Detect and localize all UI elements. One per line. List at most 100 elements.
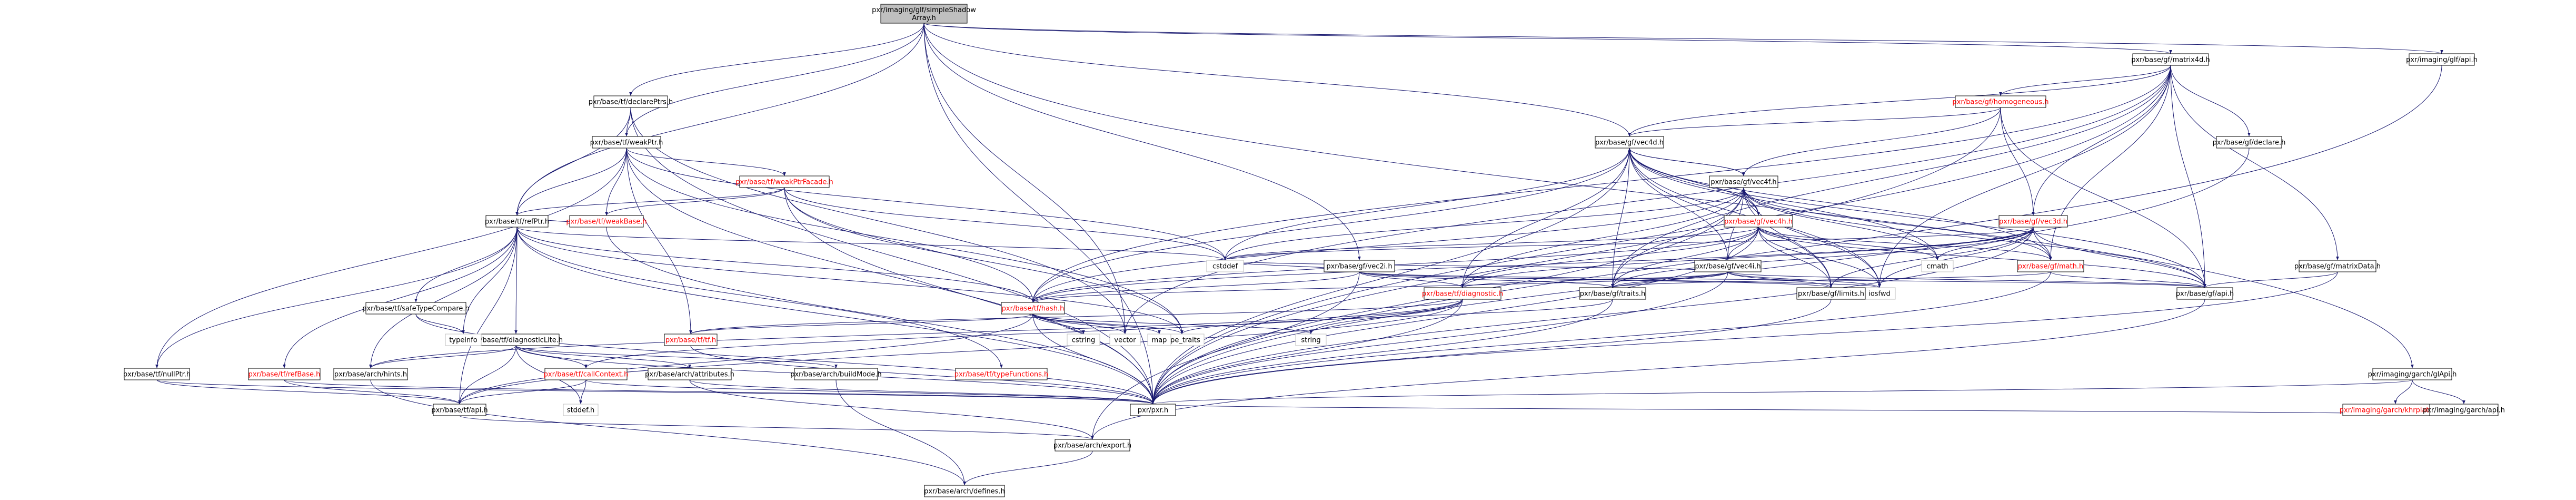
edge-tfHash-to-cstring — [1032, 313, 1085, 335]
node-typeFunctions[interactable]: pxr/base/tf/typeFunctions.h — [954, 368, 1049, 380]
edge-root-to-weakPtr — [625, 23, 924, 137]
node-diagnostic[interactable]: pxr/base/tf/diagnostic.h — [1422, 287, 1503, 300]
node-refPtr[interactable]: pxr/base/tf/refPtr.h — [485, 215, 549, 228]
edge-refPtr-to-typeinfo — [462, 227, 518, 335]
node-tfApi[interactable]: pxr/base/tf/api.h — [431, 404, 488, 416]
node-matrixData[interactable]: pxr/base/gf/matrixData.h — [2294, 260, 2381, 272]
node-iosfwd: iosfwd — [1863, 287, 1896, 300]
edge-vec4d-to-cmath — [1629, 148, 1939, 261]
node-attributes[interactable]: pxr/base/arch/attributes.h — [645, 368, 734, 380]
edge-matrix4d-to-pxr — [1151, 65, 2171, 405]
edge-vec4f-to-gfMath — [1743, 187, 2052, 261]
node-archDefines[interactable]: pxr/base/arch/defines.h — [924, 485, 1005, 497]
node-label-typeinfo: typeinfo — [449, 337, 477, 345]
node-pxr[interactable]: pxr/pxr.h — [1130, 404, 1176, 416]
node-box-glfApi — [2409, 53, 2475, 66]
node-vector: vector — [1109, 334, 1141, 346]
edge-root-to-pxr — [923, 23, 1155, 405]
edge-root-to-vector — [923, 23, 1127, 335]
node-weakPtrFacade[interactable]: pxr/base/tf/weakPtrFacade.h — [735, 175, 833, 188]
edge-diagnostic-to-hints — [369, 299, 1463, 369]
node-weakPtr[interactable]: pxr/base/tf/weakPtr.h — [590, 136, 663, 149]
edge-vec4h-to-gfLimits — [1758, 227, 1833, 288]
edge-vec4h-to-gfTraits — [1611, 227, 1759, 288]
node-vec4d[interactable]: pxr/base/gf/vec4d.h — [1595, 136, 1664, 149]
edge-nullPtr-to-pxr — [156, 379, 1155, 405]
edge-refPtr-to-hints — [369, 227, 518, 369]
node-archExport[interactable]: pxr/base/arch/export.h — [1053, 439, 1131, 452]
node-gfDeclare[interactable]: pxr/base/gf/declare.h — [2213, 136, 2286, 149]
node-diagnosticLite[interactable]: pxr/base/tf/diagnosticLite.h — [469, 334, 563, 346]
edge-refPtr-to-nullPtr — [155, 227, 518, 369]
edge-gfMath-to-pxr — [1151, 271, 2051, 405]
node-cmath: cmath — [1921, 260, 1954, 272]
edge-tfTf-to-pxr — [690, 345, 1155, 405]
node-label-vec4h: pxr/base/gf/vec4h.h — [1724, 218, 1793, 226]
node-weakBase[interactable]: pxr/base/tf/weakBase.h — [566, 215, 647, 228]
edge-diagnosticLite-to-tfApi — [458, 345, 516, 405]
node-vec4i[interactable]: pxr/base/gf/vec4i.h — [1694, 260, 1762, 272]
node-box-tfTf — [664, 334, 718, 346]
node-label-root: Array.h — [912, 14, 936, 22]
node-buildMode[interactable]: pxr/base/arch/buildMode.h — [790, 368, 882, 380]
edge-vec4f-to-vec4d — [1628, 148, 1744, 177]
node-declarePtrs[interactable]: pxr/base/tf/declarePtrs.h — [589, 95, 673, 108]
node-homogeneous[interactable]: pxr/base/gf/homogeneous.h — [1953, 95, 2049, 108]
edge-root-to-declarePtrs — [629, 23, 924, 96]
edge-gfTraits-to-type_traits — [1180, 299, 1613, 335]
node-label-stddef: stddef.h — [567, 407, 594, 415]
node-garchApi[interactable]: pxr/imaging/garch/api.h — [2423, 404, 2505, 416]
edge-vec4h-to-gfMath — [1758, 227, 2052, 261]
edge-gfDeclare-to-pxr — [1151, 148, 2250, 405]
edge-declarePtrs-to-refPtr — [515, 107, 631, 216]
node-matrix4d[interactable]: pxr/base/gf/matrix4d.h — [2131, 53, 2210, 66]
node-label-glfApi: pxr/imaging/glf/api.h — [2406, 56, 2478, 64]
node-label-gfApi: pxr/base/gf/api.h — [2176, 290, 2234, 298]
node-box-cstring — [1067, 334, 1100, 346]
node-gfApi[interactable]: pxr/base/gf/api.h — [2176, 287, 2234, 300]
node-vec2i[interactable]: pxr/base/gf/vec2i.h — [1324, 260, 1395, 272]
edge-gfLimits-to-pxr — [1151, 299, 1832, 405]
edge-tfHash-to-string — [1032, 313, 1312, 335]
node-nullPtr[interactable]: pxr/base/tf/nullPtr.h — [123, 368, 191, 380]
node-label-hints: pxr/base/arch/hints.h — [334, 371, 407, 379]
edge-refPtr-to-tfApi — [458, 227, 518, 405]
node-vec3d[interactable]: pxr/base/gf/vec3d.h — [1998, 215, 2068, 228]
edge-matrix4d-to-tfHash — [1031, 65, 2171, 303]
node-gfMath[interactable]: pxr/base/gf/math.h — [2017, 260, 2084, 272]
node-khrplatform[interactable]: pxr/imaging/garch/khrplatform.h — [2340, 404, 2451, 416]
node-safeTypeCompare[interactable]: pxr/base/tf/safeTypeCompare.h — [362, 302, 470, 315]
edge-safeTypeCompare-to-pxr — [415, 313, 1155, 405]
edge-vec4i-to-gfLimits — [1727, 271, 1833, 288]
node-box-safeTypeCompare — [365, 302, 466, 315]
edge-attributes-to-pxr — [689, 379, 1155, 405]
node-box-vector — [1109, 334, 1141, 346]
node-tfTf[interactable]: pxr/base/tf/tf.h — [664, 334, 718, 346]
edge-callContext-to-pxr — [585, 379, 1155, 405]
node-label-vector: vector — [1114, 337, 1136, 345]
node-label-iosfwd: iosfwd — [1868, 290, 1891, 298]
edge-garchGlApi-to-khrplatform — [2394, 379, 2413, 405]
node-box-vec3d — [1998, 215, 2068, 228]
node-refBase[interactable]: pxr/base/tf/refBase.h — [248, 368, 321, 380]
node-gfLimits[interactable]: pxr/base/gf/limits.h — [1796, 287, 1866, 300]
edge-root-to-vec2i — [923, 23, 1361, 261]
node-label-callContext: pxr/base/tf/callContext.h — [544, 371, 629, 379]
node-vec4h[interactable]: pxr/base/gf/vec4h.h — [1724, 215, 1793, 228]
edge-weakPtr-to-weakBase — [605, 148, 627, 216]
edge-refBase-to-tfApi — [284, 379, 461, 405]
node-tfHash[interactable]: pxr/base/tf/hash.h — [1001, 302, 1065, 315]
node-label-vec2i: pxr/base/gf/vec2i.h — [1326, 263, 1392, 271]
node-label-weakPtr: pxr/base/tf/weakPtr.h — [590, 139, 663, 147]
node-label-archDefines: pxr/base/arch/defines.h — [924, 488, 1005, 496]
node-glfApi[interactable]: pxr/imaging/glf/api.h — [2406, 53, 2478, 66]
edge-weakPtr-to-refPtr — [515, 148, 627, 216]
node-callContext[interactable]: pxr/base/tf/callContext.h — [544, 368, 629, 380]
node-vec4f[interactable]: pxr/base/gf/vec4f.h — [1709, 175, 1778, 188]
edge-vec4d-to-diagnostic — [1461, 148, 1630, 288]
node-garchGlApi[interactable]: pxr/imaging/garch/glApi.h — [2368, 368, 2457, 380]
node-gfTraits[interactable]: pxr/base/gf/traits.h — [1579, 287, 1646, 300]
node-label-garchApi: pxr/imaging/garch/api.h — [2423, 407, 2505, 415]
node-hints[interactable]: pxr/base/arch/hints.h — [333, 368, 408, 380]
